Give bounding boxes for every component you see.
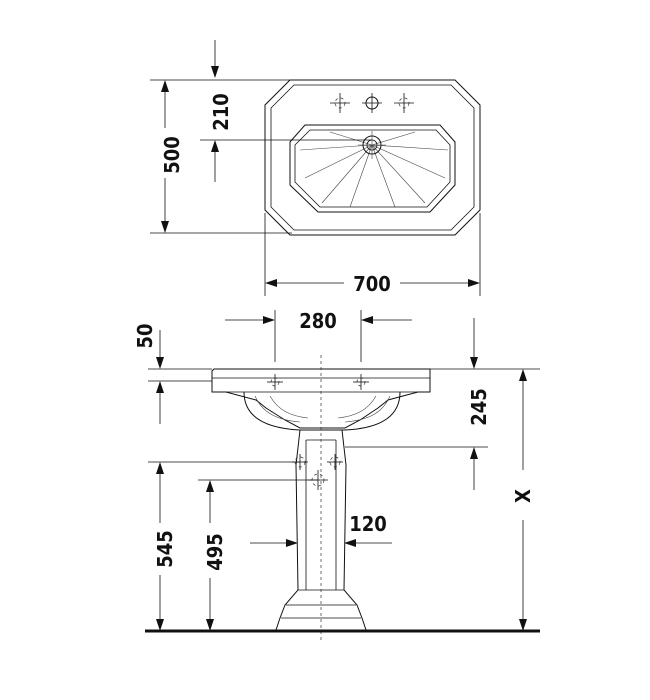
- dim-500: 500: [150, 79, 292, 234]
- dim-495-label: 495: [203, 533, 227, 571]
- dim-545-label: 545: [153, 530, 177, 568]
- front-tap-hole-right-icon: [353, 374, 369, 390]
- dim-700: 700: [264, 213, 481, 296]
- dim-280: 280: [225, 309, 412, 362]
- dim-545: 545: [148, 461, 300, 631]
- tap-hole-center-icon: [362, 93, 382, 113]
- tap-hole-left-icon: [330, 93, 350, 113]
- dim-210-label: 210: [209, 93, 233, 131]
- dim-50-label: 50: [133, 323, 157, 348]
- tap-hole-right-icon: [394, 93, 414, 113]
- dim-120: 120: [250, 512, 392, 547]
- dim-x: X: [511, 369, 535, 631]
- dim-245-label: 245: [467, 388, 491, 426]
- dim-500-label: 500: [160, 136, 184, 174]
- front-view: [145, 355, 540, 640]
- dim-280-label: 280: [299, 309, 337, 333]
- dim-x-label: X: [511, 489, 535, 503]
- dim-245: 245: [345, 318, 540, 490]
- dim-495: 495: [198, 479, 318, 631]
- dim-700-label: 700: [353, 272, 391, 296]
- front-tap-hole-left-icon: [267, 374, 283, 390]
- dim-210: 210: [200, 40, 372, 182]
- dim-50: 50: [133, 323, 212, 424]
- dim-120-label: 120: [349, 512, 387, 536]
